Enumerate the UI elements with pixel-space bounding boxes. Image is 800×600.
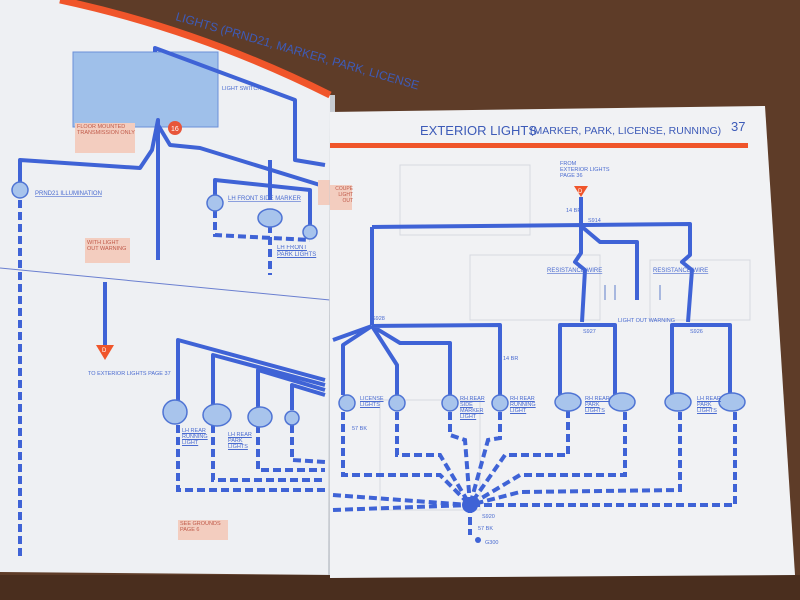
svg-text:14 BR: 14 BR (566, 208, 581, 214)
to-exterior-lights-label: TO EXTERIOR LIGHTS PAGE 37 (88, 371, 171, 377)
see-grounds-note (178, 520, 228, 540)
rh-rear-side-marker-bulb (441, 394, 459, 412)
splice-s914: S914 (588, 218, 601, 224)
ground-g300 (475, 537, 481, 543)
rh-rear-park-label: RH REAR PARK LIGHTS (585, 396, 610, 414)
light-out-warning-label: LIGHT OUT WARNING (618, 318, 675, 324)
left-page: LIGHTS (PRND21, MARKER, PARK, LICENSE LI… (0, 0, 421, 575)
badge-16 (168, 121, 182, 135)
svg-text:EXTERIOR LIGHTS: EXTERIOR LIGHTS (560, 167, 610, 173)
license-light-2 (388, 394, 406, 412)
right-page: EXTERIOR LIGHTS (MARKER, PARK, LICENSE, … (330, 106, 795, 578)
svg-text:FROM: FROM (560, 161, 577, 167)
resistance-wire-rh: RESISTANCE WIRE (547, 268, 602, 274)
svg-text:14 BR: 14 BR (503, 356, 518, 362)
license-lights-label: LICENSE LIGHTS (360, 396, 384, 408)
rh-rear-running-label: RH REAR RUNNING LIGHT (510, 396, 536, 414)
left-title-rule (59, 0, 332, 99)
splice-s928: S928 (372, 316, 385, 322)
page-number: 37 (731, 119, 745, 134)
rh-rear-side-marker-label: RH REAR SIDE MARKER LIGHT (460, 396, 485, 420)
light-out-note (85, 238, 130, 263)
resistance-wire-lh: RESISTANCE WIRE (653, 268, 708, 274)
svg-text:57 BK: 57 BK (478, 526, 493, 532)
svg-text:S920: S920 (482, 514, 495, 520)
lh-front-side-marker-label: LH FRONT SIDE MARKER (228, 196, 302, 202)
license-light-1 (338, 394, 356, 412)
svg-text:D: D (578, 189, 583, 195)
floor-mounted-note (75, 123, 135, 153)
svg-text:16: 16 (171, 126, 179, 133)
lh-front-park-label: LH FRONT PARK LIGHTS (277, 245, 317, 258)
rh-rear-park-bulb-1 (554, 392, 582, 412)
rh-rear-park-bulb-2 (608, 392, 636, 412)
light-switch-label: LIGHT SWITCH (222, 86, 261, 92)
lh-rear-park-label: LH REAR PARK LIGHTS (697, 396, 721, 414)
lh-rear-running-label: LH REAR RUNNING LIGHT (182, 428, 208, 446)
connector-d-left (96, 345, 114, 360)
title-rule (330, 143, 748, 148)
rh-rear-running-bulb (491, 394, 509, 412)
prnd21-label: PRND21 ILLUMINATION (35, 191, 102, 197)
prnd21-bulb (11, 181, 29, 199)
svg-text:G300: G300 (485, 540, 498, 546)
lh-rear-park-bulb-2 (718, 392, 746, 412)
splice-s927: S927 (583, 329, 596, 335)
svg-text:D: D (102, 348, 107, 354)
page-title: EXTERIOR LIGHTS (420, 123, 537, 138)
connector-d (574, 186, 588, 197)
lh-rear-park-bulb-1 (664, 392, 692, 412)
page-subtitle: (MARKER, PARK, LICENSE, RUNNING) (530, 125, 721, 137)
splice-s926: S926 (690, 329, 703, 335)
ground-splice-s920 (462, 497, 478, 513)
svg-text:57 BK: 57 BK (352, 426, 367, 432)
lh-rear-park-label: LH REAR PARK LIGHTS (228, 432, 252, 450)
svg-text:PAGE 36: PAGE 36 (560, 173, 583, 179)
